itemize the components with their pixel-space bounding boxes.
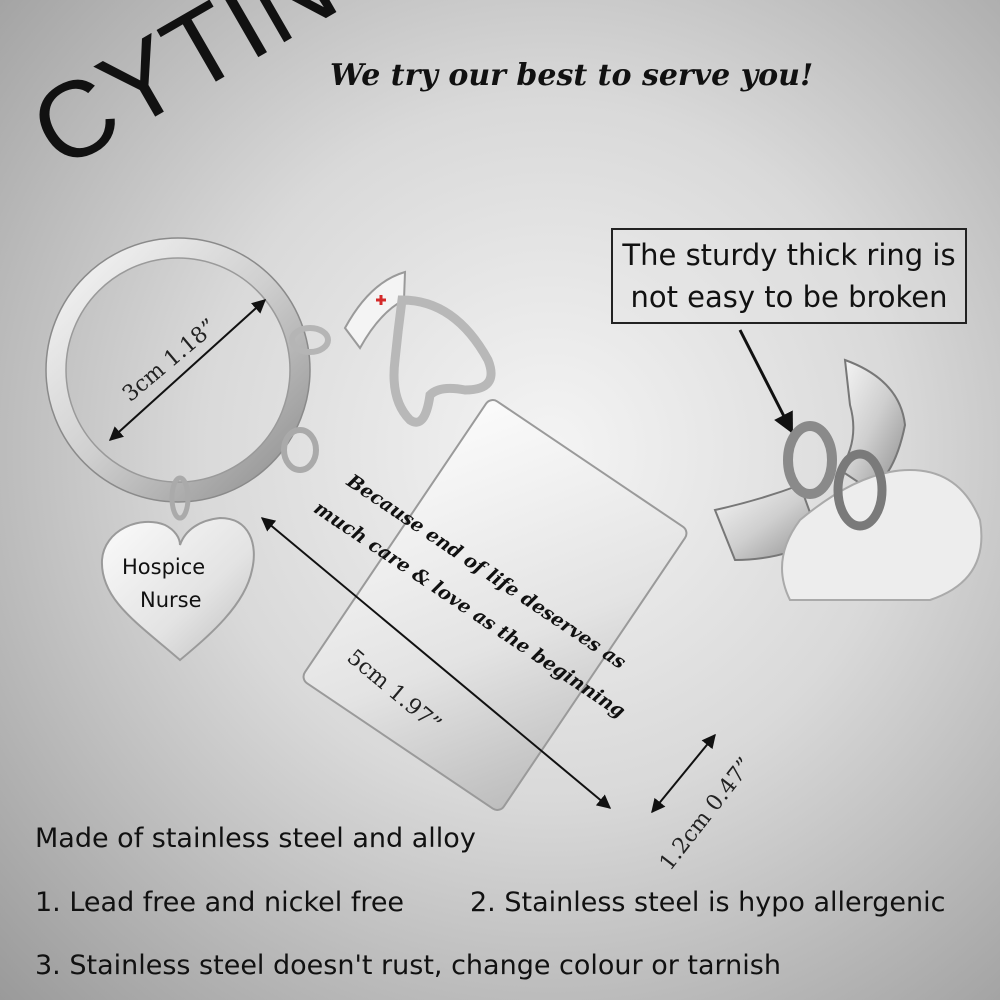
red-cross-icon [376, 295, 386, 305]
heart-charm [100, 516, 255, 662]
material-text: Made of stainless steel and alloy [35, 823, 476, 854]
engraved-bar-plate [302, 399, 688, 811]
callout-arrow [738, 329, 794, 434]
feature-item-3: 3. Stainless steel doesn't rust, change … [35, 950, 781, 981]
callout-line-2: not easy to be broken [630, 280, 948, 314]
feature-item-2: 2. Stainless steel is hypo allergenic [470, 887, 946, 918]
heart-charm-line-1: Hospice [122, 555, 206, 579]
jump-ring-heart [169, 475, 191, 521]
tagline: We try our best to serve you! [330, 58, 814, 93]
length-arrow [260, 517, 612, 809]
feature-item-1: 1. Lead free and nickel free [35, 887, 405, 918]
heart-charm-line-2: Nurse [140, 588, 202, 612]
ring-diameter-arrow [108, 299, 267, 441]
ring-closeup [713, 358, 983, 601]
jump-ring-plate [281, 427, 319, 473]
jump-ring-charm [289, 325, 331, 355]
ring-callout: The sturdy thick ring is not easy to be … [611, 228, 967, 324]
nurse-cap-charm [343, 270, 496, 427]
width-arrow [651, 733, 716, 814]
callout-line-1: The sturdy thick ring is [622, 238, 956, 272]
heart-outline-charm [389, 295, 496, 427]
